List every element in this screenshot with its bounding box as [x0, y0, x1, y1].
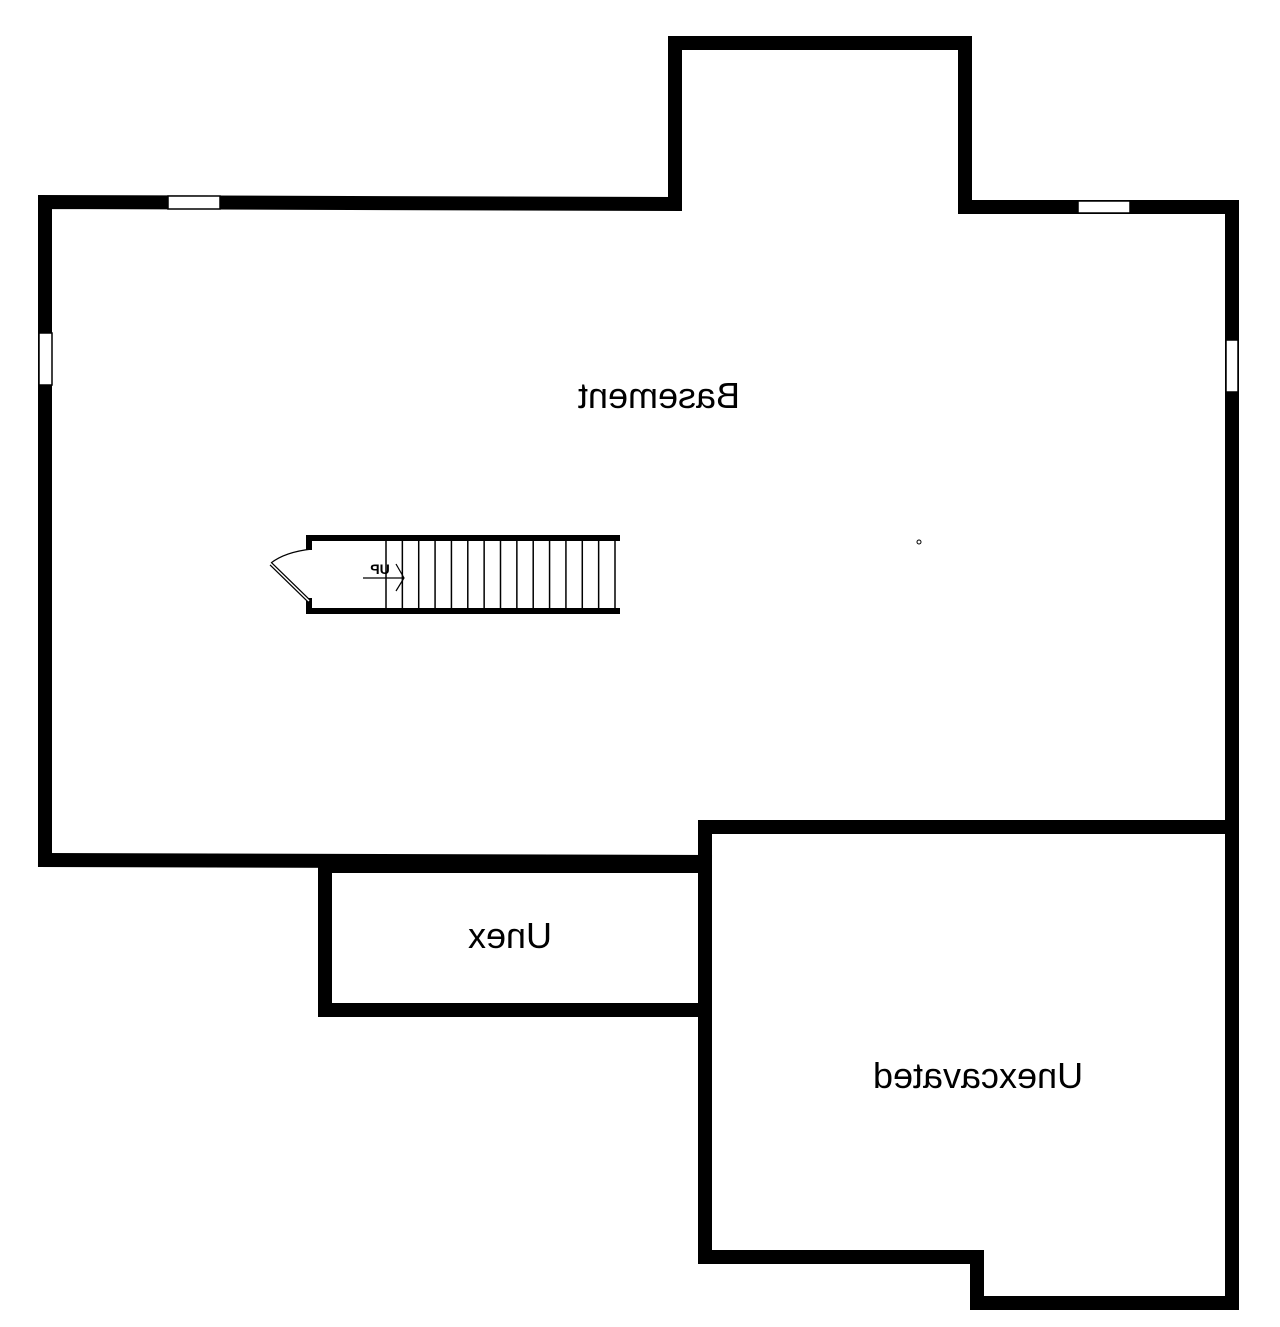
- windows: [38, 195, 1239, 393]
- room-label-unexcavated: Unexcavated: [872, 1055, 1084, 1096]
- window: [167, 195, 221, 210]
- stairs: [269, 535, 620, 614]
- basement-outer-wall: [38, 36, 1239, 1310]
- stair-up-label: UP: [370, 561, 390, 577]
- window: [1077, 200, 1131, 214]
- arrow-head-icon: [395, 563, 405, 592]
- room-label-basement: Basement: [577, 375, 741, 416]
- window: [38, 332, 53, 386]
- room-label-unex: Unex: [467, 915, 553, 956]
- unex-wall: [318, 859, 712, 1017]
- window: [1225, 339, 1239, 393]
- door-swing: [270, 548, 313, 564]
